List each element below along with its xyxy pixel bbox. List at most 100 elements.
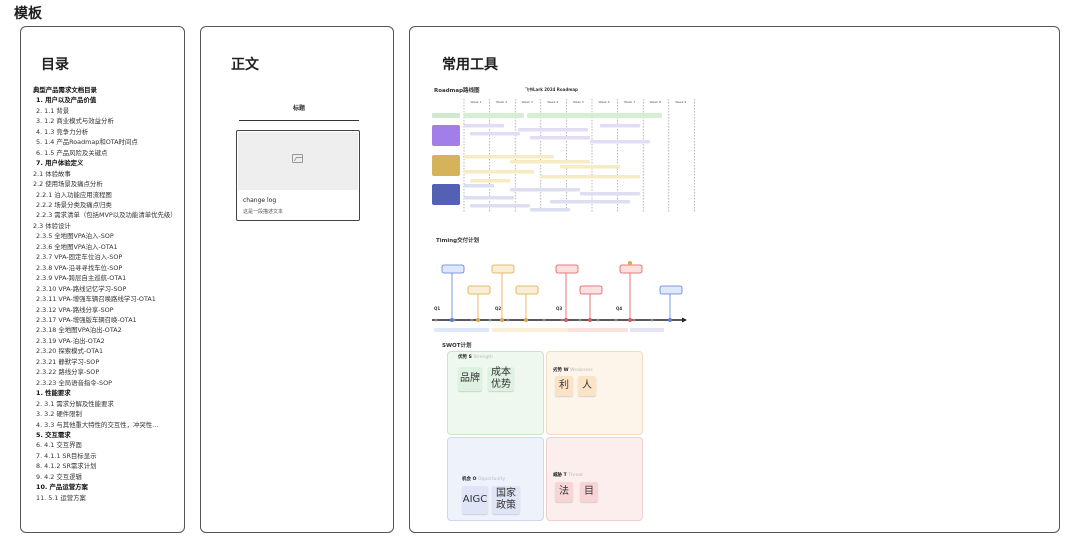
sticky-note[interactable]: 品牌 <box>458 367 482 391</box>
sticky-note[interactable]: AIGC <box>462 486 488 514</box>
toc-item[interactable]: 2.3.10 VPA-路线记忆学习-SOP <box>36 284 127 293</box>
threat-label: 威胁 T Threat <box>553 473 583 478</box>
quarter-label: Q1 <box>434 306 440 311</box>
toc-item[interactable]: 2.2.2 场景分类及痛点归类 <box>36 200 112 209</box>
timeline-tick <box>578 318 582 322</box>
timeline-tick <box>488 318 492 322</box>
milestone-dot <box>628 318 632 322</box>
swot-strength[interactable]: 优势 S Strength 品牌 成本优势 <box>447 351 544 435</box>
toc-item[interactable]: 2.3.19 VPA-泊出-OTA2 <box>36 336 105 345</box>
sticky-note[interactable]: 利 <box>555 376 573 396</box>
toc-item[interactable]: 2.3.17 VPA-增强版车辆召唤-OTA1 <box>36 315 137 324</box>
toc-item[interactable]: 11. 5.1 运营方案 <box>36 493 86 502</box>
toc-item[interactable]: 2.2.3 需求清单（包括MVP以及功能清单优先级） <box>36 211 177 220</box>
toc-item[interactable]: 4. 1.3 竞争力分析 <box>36 127 89 136</box>
heading-divider <box>239 120 359 121</box>
toc-item[interactable]: 2.3.5 全地图VPA泊入-SOP <box>36 232 114 241</box>
roadmap-bar <box>518 128 588 132</box>
roadmap-bar <box>464 170 534 174</box>
changelog-title: change log <box>243 197 277 204</box>
toc-item[interactable]: 2.3.11 VPA-增强车辆召唤路线学习-OTA1 <box>36 295 156 304</box>
roadmap-bar <box>464 184 494 188</box>
sticky-note[interactable]: 国家政策 <box>492 486 520 514</box>
toc-item[interactable]: 9. 4.2 交互逻辑 <box>36 472 82 481</box>
roadmap-bar <box>470 204 530 208</box>
quarter-label: Q4 <box>616 306 622 311</box>
toc-item[interactable]: 2.2 使用场景及痛点分析 <box>33 180 103 189</box>
milestone-box <box>467 285 491 295</box>
toc-item[interactable]: 2.3.23 全局语音指令-SOP <box>36 378 112 387</box>
toc-item[interactable]: 2. 3.1 需求分解及性能要求 <box>36 399 114 408</box>
milestone-box <box>659 285 683 295</box>
toc-item[interactable]: 6. 4.1 交互界面 <box>36 441 82 450</box>
sticky-note[interactable]: 法 <box>555 482 573 502</box>
roadmap-bar <box>464 113 524 118</box>
toc-item[interactable]: 5. 1.4 产品Roadmap和OTA时间点 <box>36 138 138 147</box>
sprint-label: Week 7 <box>624 100 635 104</box>
toc-item[interactable]: 7. 用户体验定义 <box>36 159 84 168</box>
toc-item[interactable]: 2.3 体验设计 <box>33 221 71 230</box>
toc-item[interactable]: 3. 1.2 商业模式与效益分析 <box>36 117 114 126</box>
toc-item[interactable]: 10. 产品运营方案 <box>36 483 88 492</box>
roadmap-bar <box>470 179 510 183</box>
sprint-label: Week 4 <box>547 100 558 104</box>
toc-item[interactable]: 2.3.12 VPA-路线分享-SOP <box>36 305 114 314</box>
toc-item[interactable]: 7. 4.1.1 SR目标显示 <box>36 451 97 460</box>
body-card[interactable]: 正文 标题 change log 这是一段描述文本 <box>200 26 394 533</box>
toc-item[interactable]: 8. 4.1.2 SR需求计划 <box>36 462 97 471</box>
toc-item[interactable]: 4. 3.3 与其他重大特性的交互性，冲突性… <box>36 420 159 429</box>
toc-item[interactable]: 2.3.21 静默学习-SOP <box>36 357 100 366</box>
toc-item[interactable]: 5. 交互需求 <box>36 430 71 439</box>
roadmap-bar <box>578 113 608 118</box>
milestone-dot <box>564 318 568 322</box>
toc-item[interactable]: 6. 1.5 产品风险及关键点 <box>36 148 108 157</box>
toc-item[interactable]: 2.3.8 VPA-沿寻寻找车位-SOP <box>36 263 123 272</box>
timeline-tick <box>632 318 636 322</box>
toc-item[interactable]: 2.1 体验故事 <box>33 169 71 178</box>
milestone-flag <box>628 261 632 265</box>
toc-item[interactable]: 1. 性能要求 <box>36 389 71 398</box>
toc-item[interactable]: 典型产品需求文档目录 <box>33 86 97 94</box>
toc-item[interactable]: 2. 1.1 背景 <box>36 106 70 115</box>
timeline-tick <box>650 318 654 322</box>
roadmap-bar <box>550 200 630 204</box>
toc-item[interactable]: 2.3.7 VPA-固定车位泊入-SOP <box>36 253 123 262</box>
roadmap-bar <box>510 160 590 164</box>
roadmap-row-header <box>432 113 460 118</box>
milestone-dot <box>588 318 592 322</box>
sticky-note[interactable]: 目 <box>580 482 598 502</box>
timeline-tick <box>596 318 600 322</box>
timeline-tick <box>470 318 474 322</box>
roadmap-lane-label <box>432 125 460 146</box>
toc-item[interactable]: 2.3.22 路线分享-SOP <box>36 368 100 377</box>
swot-weakness[interactable]: 劣势 W Weakness 利 人 <box>546 351 643 435</box>
toc-item[interactable]: 2.3.20 探索模式-OTA1 <box>36 347 104 356</box>
toc-item[interactable]: 2.2.1 泊入功能应用流程图 <box>36 190 112 199</box>
roadmap-lane-label <box>432 184 460 205</box>
changelog-card[interactable]: change log 这是一段描述文本 <box>236 130 360 221</box>
phase-bar <box>630 328 664 332</box>
phase-bar <box>492 328 570 332</box>
sticky-note[interactable]: 成本优势 <box>488 367 514 391</box>
sprint-label: Week 5 <box>573 100 584 104</box>
milestone-box <box>515 285 539 295</box>
quarter-label: Q3 <box>556 306 562 311</box>
roadmap-bar <box>600 124 640 128</box>
swot-threat[interactable]: 威胁 T Threat 法 目 <box>546 437 643 521</box>
roadmap-caption: 飞书Lark 2024 Roadmap <box>525 87 578 92</box>
toc-item[interactable]: 1. 用户以及产品价值 <box>36 96 97 105</box>
timeline-arrow <box>682 317 687 323</box>
swot-opportunity[interactable]: 机会 O Opportunity AIGC 国家政策 <box>447 437 544 521</box>
tools-card[interactable]: 常用工具 Roadmap路线图 飞书Lark 2024 Roadmap Week… <box>409 26 1060 533</box>
roadmap-bar <box>510 188 580 192</box>
toc-item[interactable]: 2.3.9 VPA-跨层自主巡航-OTA1 <box>36 274 127 283</box>
toc-item[interactable]: 3. 3.2 硬件限制 <box>36 410 82 419</box>
toc-item[interactable]: 2.3.18 全地图VPA泊出-OTA2 <box>36 326 122 335</box>
sticky-note[interactable]: 人 <box>578 376 596 396</box>
toc-item[interactable]: 2.3.6 全地图VPA泊入-OTA1 <box>36 242 118 251</box>
roadmap-bar <box>527 113 587 118</box>
weakness-label: 劣势 W Weakness <box>553 368 593 373</box>
